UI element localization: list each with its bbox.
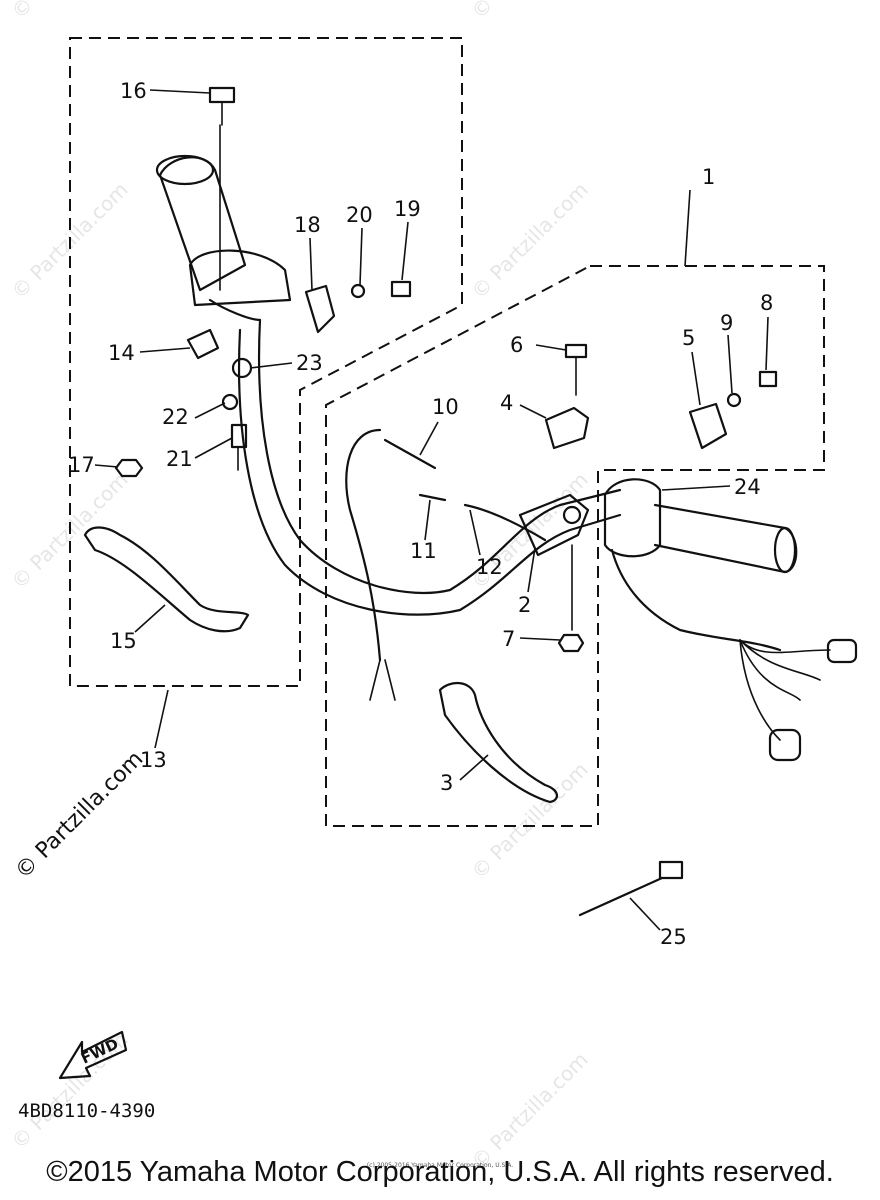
callout-3: 3 xyxy=(440,771,453,795)
left-small-parts xyxy=(114,86,412,478)
watermark: © Partzilla.com xyxy=(467,177,593,303)
callout-24: 24 xyxy=(734,475,761,499)
wiring xyxy=(610,548,858,762)
callout-21: 21 xyxy=(166,447,193,471)
callout-23: 23 xyxy=(296,351,323,375)
callout-7: 7 xyxy=(502,627,515,651)
callout-8: 8 xyxy=(760,291,773,315)
callout-5: 5 xyxy=(682,326,695,350)
callout-2: 2 xyxy=(518,593,531,617)
assembly-box-left xyxy=(69,37,463,687)
watermark: © Partzilla.com xyxy=(7,0,133,24)
callouts: 1 2 3 4 5 6 7 8 9 10 11 12 13 14 15 16 1… xyxy=(68,79,773,949)
cables xyxy=(345,428,547,701)
callout-13: 13 xyxy=(140,748,167,772)
part-code: 4BD8110-4390 xyxy=(18,1100,155,1122)
brake-lever xyxy=(438,682,558,804)
clutch-lever xyxy=(83,526,250,633)
leader-lines xyxy=(94,89,769,931)
watermark-dark: © Partzilla.com xyxy=(11,747,149,885)
callout-20: 20 xyxy=(346,203,373,227)
watermark: © Partzilla.com xyxy=(467,1047,593,1173)
callout-10: 10 xyxy=(432,395,459,419)
fine-print: (c) 2005-2016 Yamaha Motor Corporation, … xyxy=(366,1162,514,1169)
watermark: © Partzilla.com xyxy=(467,0,593,24)
callout-16: 16 xyxy=(120,79,147,103)
callout-15: 15 xyxy=(110,629,137,653)
callout-4: 4 xyxy=(500,391,513,415)
cable-tie xyxy=(578,860,684,917)
watermarks: © Partzilla.com © Partzilla.com © Partzi… xyxy=(7,0,593,1174)
left-grip xyxy=(155,154,292,322)
callout-19: 19 xyxy=(394,197,421,221)
callout-1: 1 xyxy=(702,165,715,189)
callout-25: 25 xyxy=(660,925,687,949)
assembly-box-right xyxy=(325,265,825,827)
callout-9: 9 xyxy=(720,311,733,335)
callout-12: 12 xyxy=(476,555,503,579)
callout-17: 17 xyxy=(68,453,95,477)
right-grip xyxy=(603,478,798,574)
copyright-notice: ©2015 Yamaha Motor Corporation, U.S.A. A… xyxy=(46,1156,834,1188)
handlebar xyxy=(237,318,622,616)
callout-18: 18 xyxy=(294,213,321,237)
callout-6: 6 xyxy=(510,333,523,357)
callout-14: 14 xyxy=(108,341,135,365)
callout-22: 22 xyxy=(162,405,189,429)
callout-11: 11 xyxy=(410,539,437,563)
